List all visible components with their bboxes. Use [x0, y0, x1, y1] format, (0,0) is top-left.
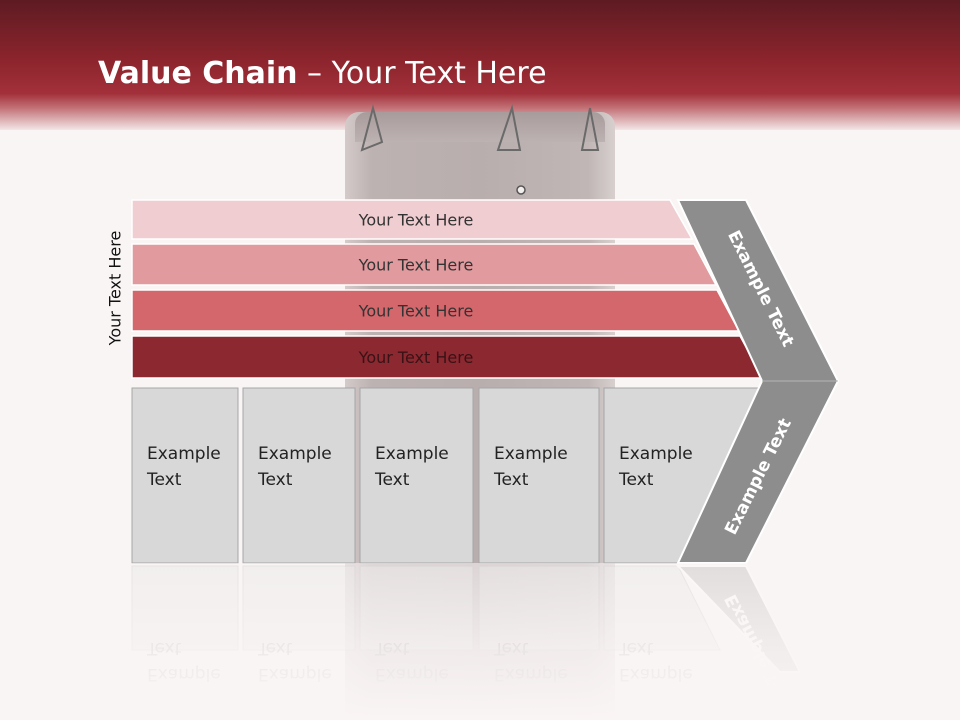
activity-box-reflection-text-4-line2: Text: [493, 638, 529, 658]
activity-box-3[interactable]: [359, 387, 474, 564]
activity-box-reflection-text-2-line1: Example: [258, 664, 332, 684]
activity-box-reflection-3: [359, 565, 474, 651]
value-bar-label-1: Your Text Here: [358, 211, 474, 230]
value-bar-2[interactable]: [131, 243, 718, 286]
activity-box-reflection-text-3-line1: Example: [375, 664, 449, 684]
title-bar: Value Chain – Your Text Here: [0, 0, 960, 130]
activity-box-text-5-line1: Example: [619, 444, 693, 464]
activity-box-text-4-line2: Text: [493, 470, 529, 490]
activity-box-reflection-text-1-line1: Example: [147, 664, 221, 684]
activity-box-text-5-line2: Text: [618, 470, 654, 490]
bag-strap-left: [360, 104, 384, 152]
activity-box-reflection-4: [478, 565, 600, 651]
activity-box-reflection-text-3-line2: Text: [374, 638, 410, 658]
value-bar-label-2: Your Text Here: [358, 256, 474, 275]
value-bar-label-3: Your Text Here: [358, 302, 474, 321]
activity-box-text-1-line1: Example: [147, 444, 221, 464]
activity-box-text-2-line2: Text: [257, 470, 293, 490]
punching-bag-top: [355, 112, 605, 142]
value-bar-1[interactable]: [131, 199, 694, 240]
activity-box-text-3-line1: Example: [375, 444, 449, 464]
activity-box-text-3-line2: Text: [374, 470, 410, 490]
bag-strap-mid: [496, 104, 522, 151]
bag-grommet: [516, 185, 526, 195]
activity-box-reflection-text-1-line2: Text: [146, 638, 182, 658]
activity-box-text-1-line2: Text: [146, 470, 182, 490]
activity-box-reflection-text-2-line2: Text: [257, 638, 293, 658]
bag-strap-right: [580, 107, 600, 151]
activity-box-reflection-1: [131, 565, 239, 651]
slide-title[interactable]: Value Chain – Your Text Here: [98, 56, 547, 91]
activity-box-2[interactable]: [242, 387, 356, 564]
activity-box-reflection-text-5-line1: Example: [619, 664, 693, 684]
activity-box-text-4-line1: Example: [494, 444, 568, 464]
title-bold: Value Chain: [98, 56, 298, 91]
activity-box-reflection-text-4-line1: Example: [494, 664, 568, 684]
activity-box-reflection-text-5-line2: Text: [618, 638, 654, 658]
activity-box-1[interactable]: [131, 387, 239, 564]
activity-box-text-2-line1: Example: [258, 444, 332, 464]
activity-box-4[interactable]: [478, 387, 600, 564]
title-rest: – Your Text Here: [297, 56, 547, 91]
value-bar-label-4: Your Text Here: [358, 348, 474, 367]
activity-box-reflection-2: [242, 565, 356, 651]
